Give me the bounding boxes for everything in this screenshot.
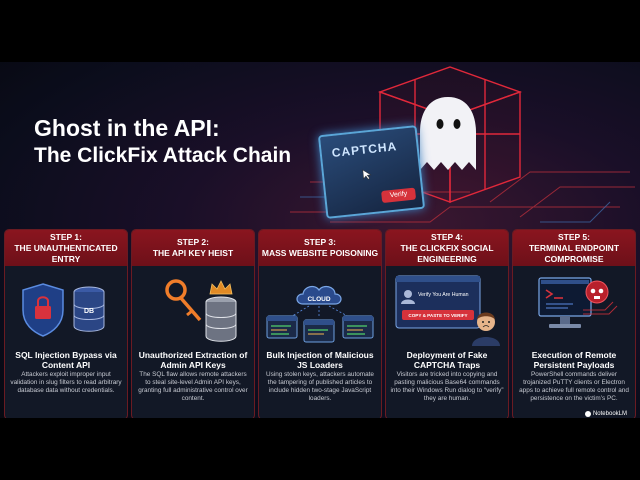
step-header: STEP 3: MASS WEBSITE POISONING <box>259 230 381 266</box>
shield-lock-icon <box>22 283 64 337</box>
cloud-icon <box>296 285 342 305</box>
step-subtitle: Unauthorized Extraction of Admin API Key… <box>138 350 248 370</box>
dialog-title: Verify You Are Human <box>418 292 469 298</box>
step-description: PowerShell commands deliver trojanized P… <box>519 371 629 402</box>
terminal-monitor-icon <box>538 277 592 328</box>
user-icon <box>401 290 415 304</box>
db-label: DB <box>84 308 94 315</box>
captcha-window: CAPTCHA Verify <box>317 125 426 219</box>
step-number: STEP 2: <box>177 237 209 247</box>
browser-window-icon <box>266 315 298 339</box>
step-title: THE API KEY HEIST <box>152 248 234 258</box>
step-header: STEP 5: TERMINAL ENDPOINT COMPROMISE <box>513 230 635 266</box>
step-description: Using stolen keys, attackers automate th… <box>266 371 374 402</box>
hero-title: Ghost in the API: The ClickFix Attack Ch… <box>34 114 291 170</box>
step-subtitle: SQL Injection Bypass via Content API <box>15 350 117 370</box>
step-subtitle: Execution of Remote Persistent Payloads <box>531 350 617 370</box>
infographic: Ghost in the API: The ClickFix Attack Ch… <box>0 62 640 418</box>
watermark-text: NotebookLM <box>592 411 627 417</box>
step-3-art: CLOUD <box>266 285 374 343</box>
skull-icon <box>585 280 609 304</box>
step-header: STEP 1: THE UNAUTHENTICATED ENTRY <box>5 230 127 266</box>
title-line-2: The ClickFix Attack Chain <box>34 144 292 167</box>
step-header: STEP 2: THE API KEY HEIST <box>132 230 254 266</box>
step-header: STEP 4: THE CLICKFIX SOCIAL ENGINEERING <box>386 230 508 266</box>
step-number: STEP 4: <box>431 231 463 242</box>
ghost-icon <box>420 97 476 170</box>
step-description: Attackers exploit improper input validat… <box>10 371 122 394</box>
step-card-2: STEP 2: THE API KEY HEIST Unauthor <box>131 229 255 418</box>
database-icon <box>73 286 105 332</box>
copy-paste-label: COPY & PASTE TO VERIFY <box>408 313 467 318</box>
step-subtitle: Deployment of Fake CAPTCHA Traps <box>406 350 488 370</box>
step-5-art <box>538 277 618 328</box>
step-card-1: STEP 1: THE UNAUTHENTICATED ENTRY DB SQL… <box>4 229 128 418</box>
database-icon <box>205 296 237 342</box>
step-card-4: STEP 4: THE CLICKFIX SOCIAL ENGINEERING … <box>385 229 509 418</box>
step-1-art: DB <box>22 283 105 337</box>
title-line-1: Ghost in the API: <box>34 115 220 141</box>
step-number: STEP 3: <box>304 237 336 247</box>
captcha-verify-button: Verify <box>381 187 417 204</box>
notebooklm-logo-icon <box>584 411 591 417</box>
step-number: STEP 5: <box>558 231 590 242</box>
step-title: MASS WEBSITE POISONING <box>261 248 379 258</box>
crown-icon <box>209 280 233 295</box>
copy-paste-button <box>402 310 474 320</box>
notebooklm-watermark: NotebookLM <box>584 411 627 417</box>
step-title: TERMINAL ENDPOINT COMPROMISE <box>528 242 620 264</box>
step-description: Visitors are tricked into copying and pa… <box>390 371 504 402</box>
captcha-label: CAPTCHA <box>331 139 398 161</box>
step-4-art: Verify You Are Human COPY & PASTE TO VER… <box>395 275 500 346</box>
step-title: THE CLICKFIX SOCIAL ENGINEERING <box>400 242 494 264</box>
worried-person-icon <box>472 312 500 346</box>
step-description: The SQL flaw allows remote attackers to … <box>138 371 248 402</box>
step-title: THE UNAUTHENTICATED ENTRY <box>14 242 118 264</box>
key-icon <box>165 279 202 322</box>
step-number: STEP 1: <box>50 231 82 242</box>
step-2-art <box>165 279 237 342</box>
step-card-5: STEP 5: TERMINAL ENDPOINT COMPROMISE <box>512 229 636 418</box>
step-subtitle: Bulk Injection of Malicious JS Loaders <box>266 350 374 370</box>
steps-row: STEP 1: THE UNAUTHENTICATED ENTRY DB SQL… <box>0 229 640 418</box>
cloud-label: CLOUD <box>307 296 330 303</box>
cursor-icon <box>362 169 372 180</box>
step-card-3: STEP 3: MASS WEBSITE POISONING CLOUD <box>258 229 382 418</box>
